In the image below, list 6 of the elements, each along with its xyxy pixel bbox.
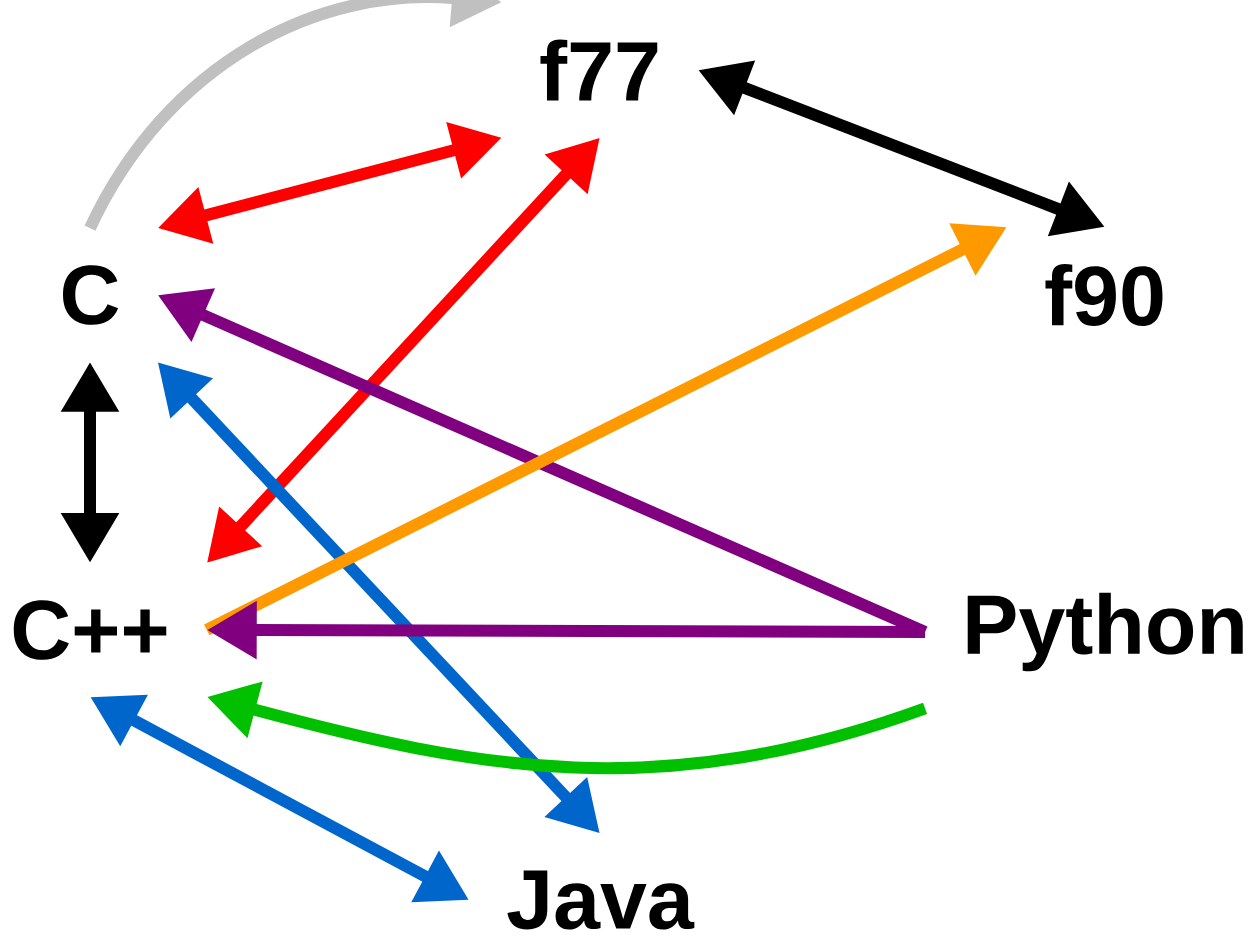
language-label: C++	[13, 600, 167, 660]
language-label: f90	[1045, 264, 1163, 326]
language-label: C	[63, 265, 119, 325]
language-label: Java	[507, 870, 695, 930]
language-label: Python	[967, 592, 1243, 672]
language-label: f77	[540, 39, 658, 101]
